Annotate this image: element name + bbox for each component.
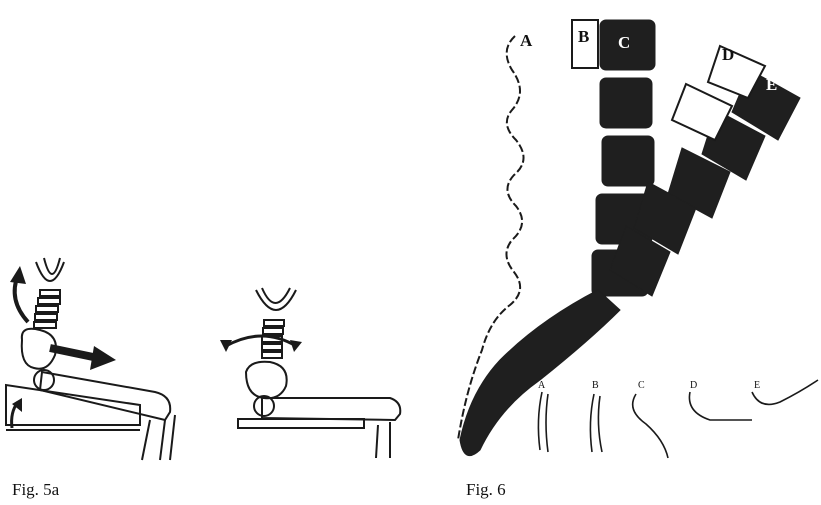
figure-6-drawing: A B C D E A B C D E bbox=[420, 0, 821, 505]
vertebra-label-a: A bbox=[520, 31, 533, 50]
figure-5a: Fig. 5a bbox=[0, 0, 420, 505]
sequence-label-a: A bbox=[538, 380, 546, 391]
seated-figure-right bbox=[238, 288, 400, 458]
double-arrow-right-icon bbox=[50, 346, 116, 370]
spine-left bbox=[34, 290, 60, 328]
sequence-label-c: C bbox=[638, 380, 645, 391]
sequence-label-d: D bbox=[690, 380, 697, 391]
vertebra-label-d: D bbox=[722, 45, 734, 64]
curved-arrow-up-icon bbox=[10, 266, 28, 322]
vertebra-label-e: E bbox=[766, 75, 777, 94]
vertebra-label-b: B bbox=[578, 27, 589, 46]
vertebra-label-c: C bbox=[618, 33, 630, 52]
figure-6-caption: Fig. 6 bbox=[466, 480, 506, 500]
sequence-label-e: E bbox=[754, 380, 760, 391]
figure-6: A B C D E A B C D E Fig. 6 bbox=[420, 0, 821, 505]
arrow-up-icon bbox=[12, 398, 22, 428]
sequence-figures bbox=[538, 380, 818, 458]
sequence-label-b: B bbox=[592, 380, 599, 391]
figure-5a-drawing bbox=[0, 0, 420, 505]
figure-5a-caption: Fig. 5a bbox=[12, 480, 59, 500]
